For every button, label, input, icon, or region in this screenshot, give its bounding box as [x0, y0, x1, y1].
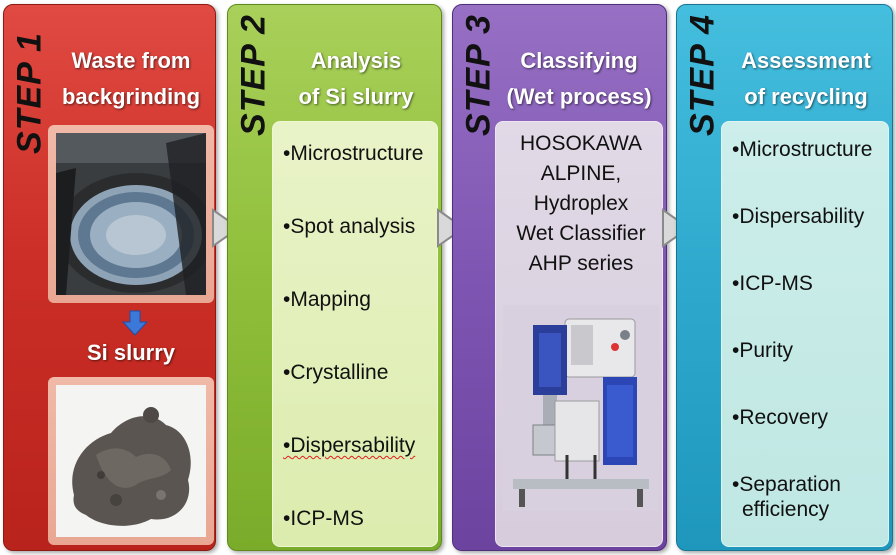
step-1-title: Waste from backgrinding — [48, 43, 214, 115]
si-slurry-image — [56, 385, 206, 537]
step-1-label: STEP 1 — [10, 32, 49, 154]
list-item: ICP-MS — [283, 507, 423, 555]
list-item-continuation: efficiency — [742, 498, 830, 521]
list-item: Dispersability — [283, 434, 423, 507]
step-4-assessment-list: Microstructure Dispersability ICP-MS Pur… — [732, 138, 872, 507]
step-3-panel: STEP 3 Classifying (Wet process) HOSOKAW… — [452, 4, 667, 551]
equipment-line: HOSOKAWA — [519, 132, 643, 155]
step-4-title: Assessment of recycling — [721, 43, 891, 115]
wet-classifier-machine-image — [503, 305, 659, 516]
si-slurry-photo — [48, 377, 214, 545]
list-item: Separation — [732, 473, 872, 507]
list-item: Spot analysis — [283, 215, 423, 288]
grinding-wheel-photo — [48, 125, 214, 303]
step-4-title-line-2: of recycling — [744, 84, 868, 109]
step-4-label: STEP 4 — [683, 14, 722, 136]
step-2-analysis-card: Microstructure Spot analysis Mapping Cry… — [272, 121, 438, 547]
list-item: Recovery — [732, 406, 872, 473]
list-item: Microstructure — [732, 138, 872, 205]
step-4-panel: STEP 4 Assessment of recycling Microstru… — [676, 4, 893, 551]
grinding-wheel-image — [56, 133, 206, 295]
step-3-title: Classifying (Wet process) — [493, 43, 665, 115]
step-3-title-line-2: (Wet process) — [506, 84, 652, 109]
step-1-title-line-2: backgrinding — [61, 84, 201, 109]
step-4-assessment-card: Microstructure Dispersability ICP-MS Pur… — [721, 121, 889, 547]
gray-chevron-arrow-icon — [436, 208, 466, 248]
step-2-analysis-list: Microstructure Spot analysis Mapping Cry… — [283, 142, 423, 555]
gray-chevron-arrow-icon — [211, 208, 241, 248]
step-4-title-line-1: Assessment — [741, 48, 871, 73]
blue-down-arrow-icon — [121, 310, 149, 341]
equipment-description: HOSOKAWA ALPINE, Hydroplex Wet Classifie… — [497, 129, 665, 279]
list-item: Microstructure — [283, 142, 423, 215]
step-2-title-line-2: of Si slurry — [298, 84, 414, 109]
step-1-title-line-1: Waste from — [71, 48, 191, 73]
list-item: Purity — [732, 339, 872, 406]
step-2-title-line-1: Analysis — [310, 48, 402, 73]
step-2-panel: STEP 2 Analysis of Si slurry Microstruct… — [227, 4, 442, 551]
step-1-panel: STEP 1 Waste from backgrinding Si slurry — [3, 4, 216, 551]
list-item: Mapping — [283, 288, 423, 361]
step-2-title: Analysis of Si slurry — [272, 43, 440, 115]
step-3-title-line-1: Classifying — [520, 48, 638, 73]
step-2-label: STEP 2 — [234, 14, 273, 136]
equipment-line: AHP series — [528, 252, 634, 275]
list-item: Crystalline — [283, 361, 423, 434]
list-item: Dispersability — [732, 205, 872, 272]
equipment-line: Wet Classifier — [516, 222, 646, 245]
list-item: ICP-MS — [732, 272, 872, 339]
equipment-line: Hydroplex — [533, 192, 629, 215]
equipment-line: ALPINE, — [540, 162, 622, 185]
si-slurry-label: Si slurry — [86, 340, 176, 365]
